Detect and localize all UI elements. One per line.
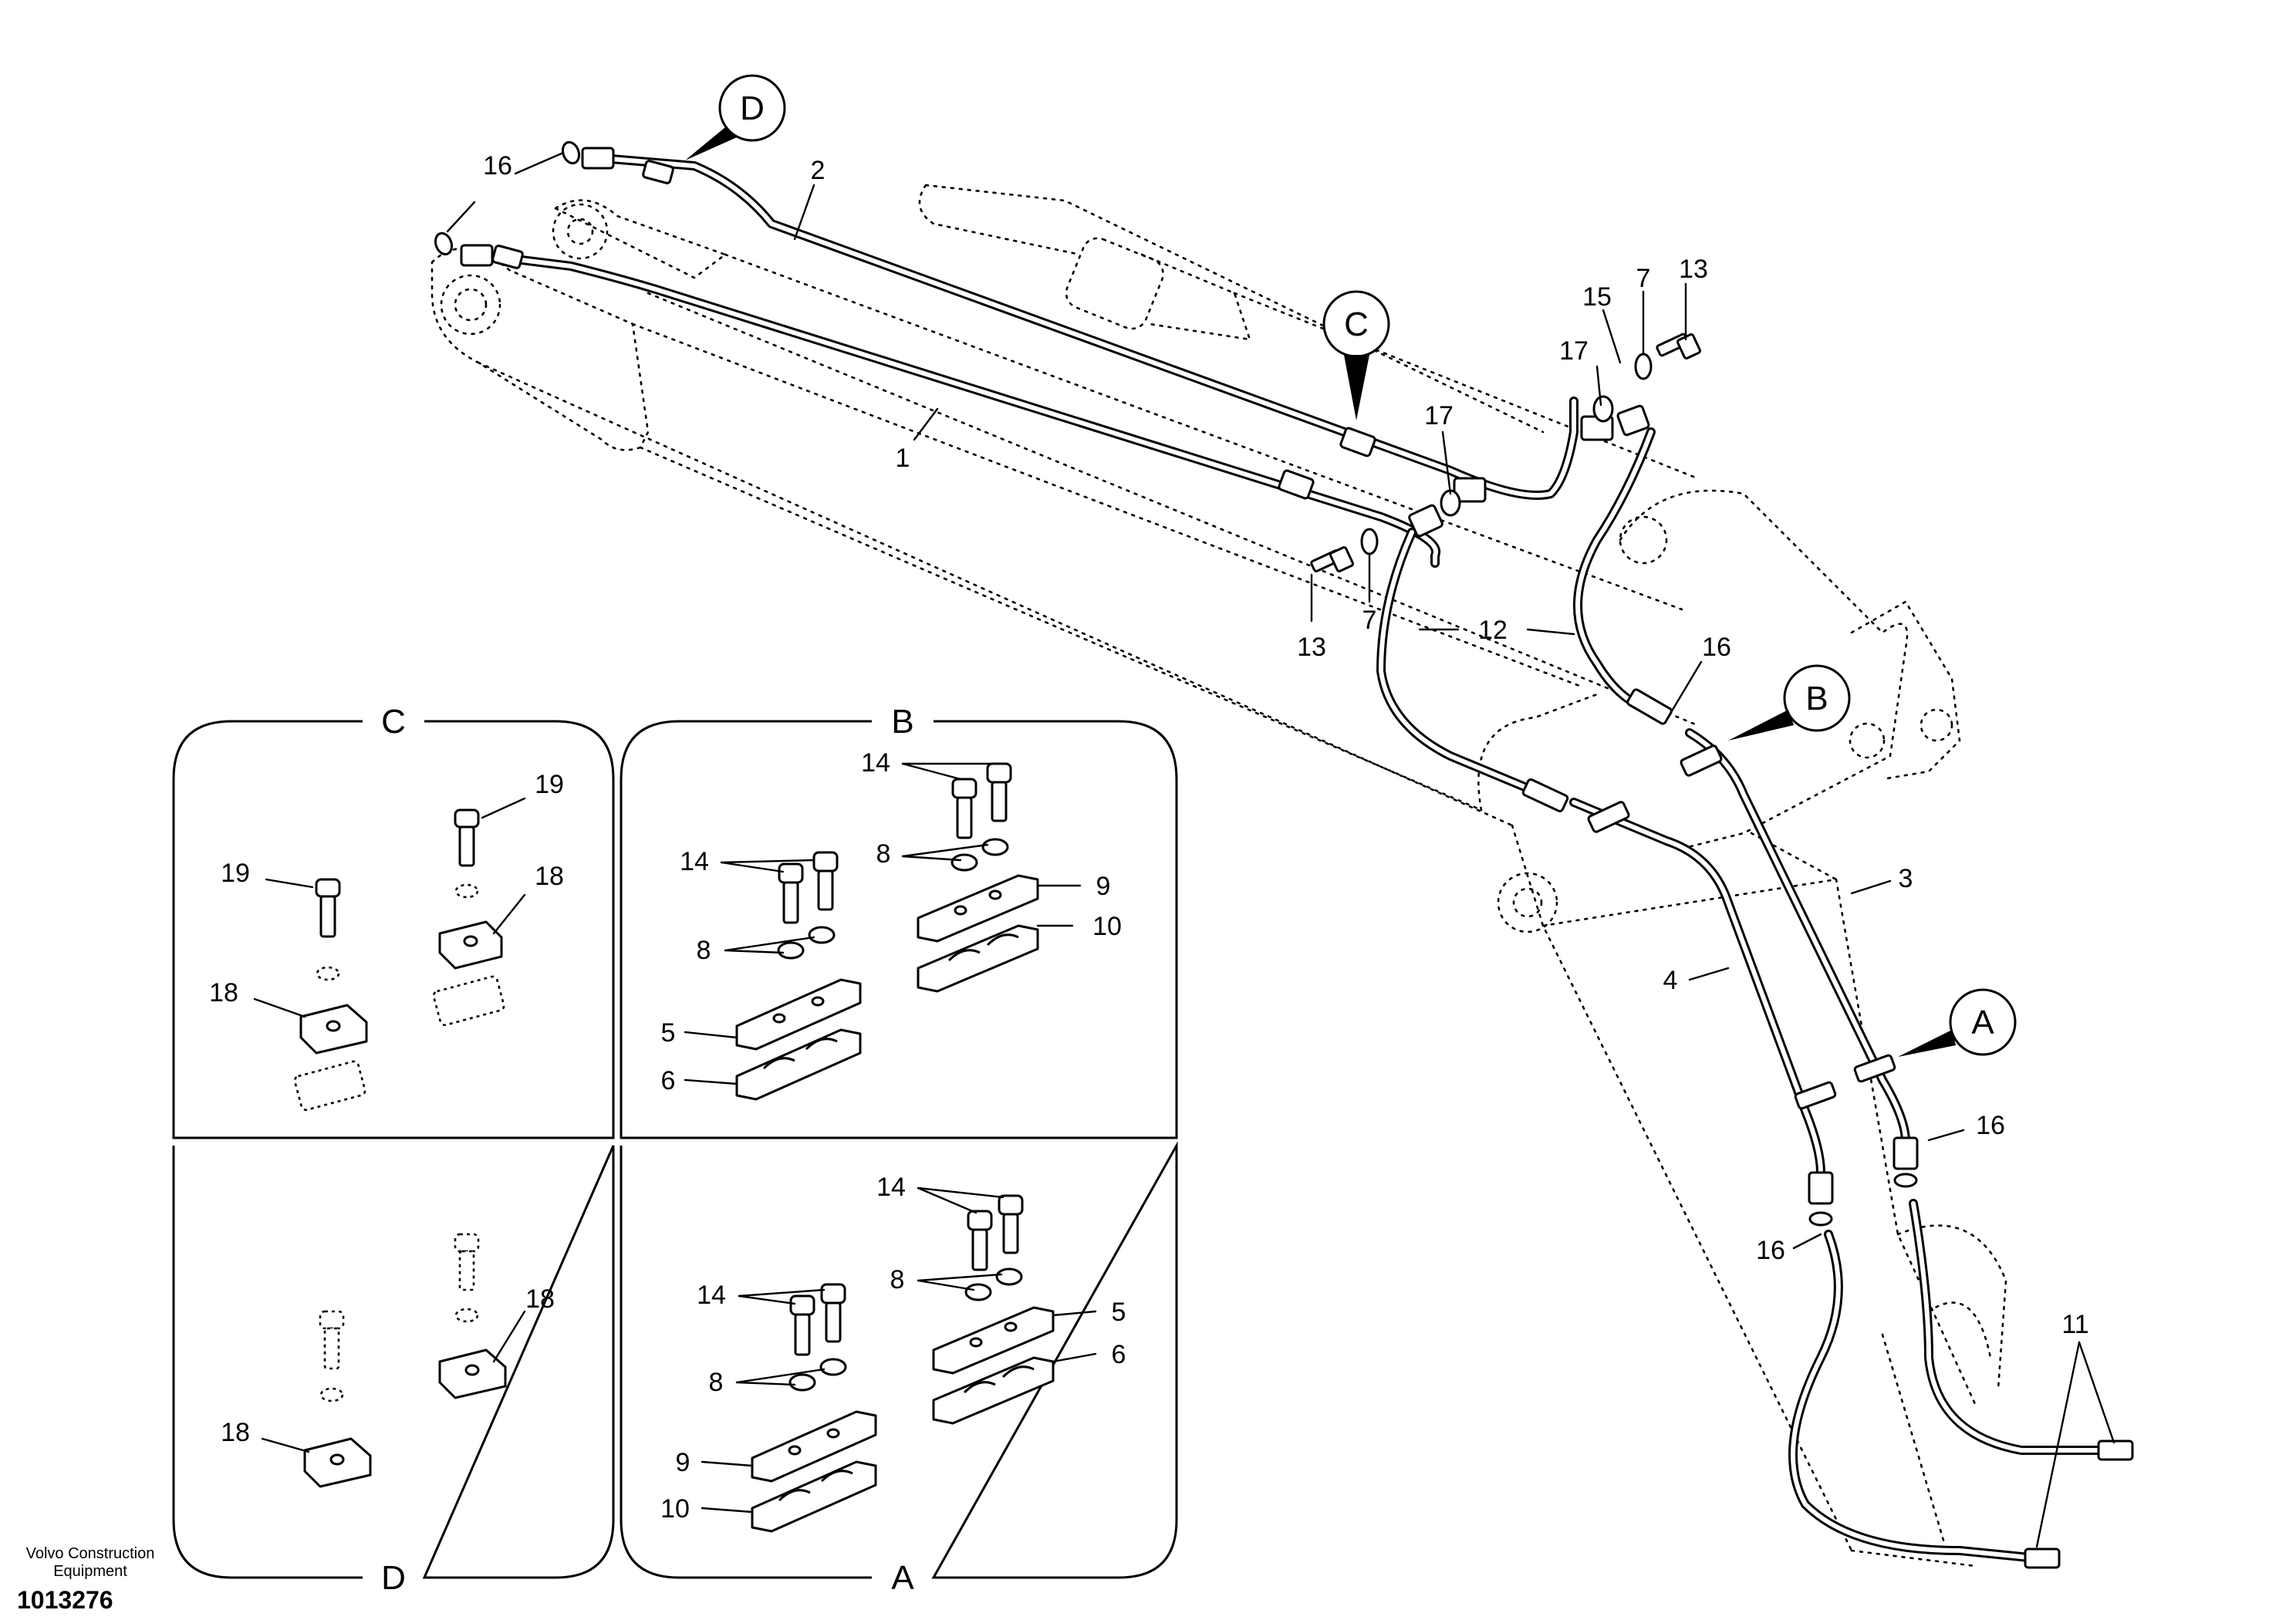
label-14-a-top: 14: [876, 1173, 906, 1202]
callout-a: A: [1898, 988, 2017, 1057]
svg-text:C: C: [381, 703, 406, 741]
bolt-13-right: [1656, 332, 1701, 359]
label-3: 3: [1899, 864, 1913, 893]
label-8-b-bottom: 8: [697, 936, 711, 965]
callout-b: B: [1728, 664, 1851, 741]
view-b-parts: 14 8 9 10 14 8 5 6: [661, 748, 1122, 1101]
publisher-line-2: Equipment: [53, 1563, 127, 1580]
label-18-d-left: 18: [221, 1418, 250, 1447]
bolt-13-left: [1310, 546, 1354, 572]
hose-11-upper: [1909, 1199, 2119, 1455]
view-a-parts: 14 8 5 6 14 8 9 10: [660, 1173, 1126, 1533]
detail-view-b: B: [620, 703, 1178, 1139]
svg-text:D: D: [740, 89, 765, 127]
line-2: [597, 154, 1578, 500]
label-18-c-left: 18: [209, 978, 238, 1007]
line-1: [474, 250, 1441, 568]
svg-text:B: B: [1805, 680, 1828, 717]
label-5-b: 5: [661, 1018, 676, 1048]
label-17-left: 17: [1424, 401, 1454, 430]
label-15: 15: [1582, 282, 1612, 312]
publisher-block: Volvo Construction Equipment 1013276: [17, 1545, 154, 1614]
hose-12-left: [1376, 528, 1548, 799]
svg-text:B: B: [891, 703, 913, 741]
label-16-top: 16: [483, 151, 512, 181]
svg-text:A: A: [891, 1559, 914, 1597]
label-16-b: 16: [1702, 633, 1731, 662]
label-8-a-top: 8: [890, 1265, 905, 1294]
label-14-a-bottom: 14: [697, 1281, 726, 1310]
line-fittings: [434, 140, 2134, 1569]
label-7-left: 7: [1362, 606, 1377, 635]
svg-text:C: C: [1344, 305, 1369, 343]
publisher-line-1: Volvo Construction: [26, 1545, 155, 1562]
detail-view-a: A: [620, 1141, 1178, 1597]
label-8-b-top: 8: [876, 839, 891, 869]
label-17-right: 17: [1559, 336, 1589, 366]
label-18-c-right: 18: [535, 862, 564, 891]
label-9-b: 9: [1096, 872, 1111, 901]
label-5-a: 5: [1112, 1298, 1126, 1327]
label-6-a: 6: [1112, 1340, 1126, 1369]
label-16-a: 16: [1976, 1111, 2005, 1140]
label-9-a: 9: [676, 1448, 690, 1477]
label-19-c-right: 19: [535, 770, 564, 799]
callout-c: C: [1322, 290, 1390, 420]
boom-outline: [430, 184, 2007, 1568]
hose-11-lower: [1788, 1230, 2041, 1563]
document-number: 1013276: [17, 1586, 113, 1614]
label-2: 2: [811, 156, 826, 185]
label-18-d-right: 18: [525, 1284, 555, 1314]
svg-text:A: A: [1971, 1004, 1994, 1041]
label-14-b-bottom: 14: [680, 847, 709, 876]
label-12: 12: [1478, 616, 1508, 645]
label-13-right: 13: [1679, 255, 1708, 284]
label-11: 11: [2061, 1310, 2088, 1339]
label-8-a-bottom: 8: [709, 1368, 724, 1397]
label-1: 1: [896, 444, 910, 473]
view-d-parts: 18 18: [221, 1233, 555, 1488]
label-7-right: 7: [1636, 264, 1651, 293]
svg-text:D: D: [381, 1559, 406, 1597]
callout-d: D: [685, 74, 786, 160]
label-19-c-left: 19: [221, 859, 250, 888]
label-10-b: 10: [1092, 912, 1122, 941]
label-6-b: 6: [661, 1066, 676, 1095]
label-14-b-top: 14: [861, 748, 890, 778]
line-4: [1569, 798, 1825, 1177]
label-10-a: 10: [660, 1494, 690, 1524]
label-13-left: 13: [1297, 633, 1326, 662]
view-c-parts: 19 19 18 18: [209, 770, 564, 1112]
washer-7-left: [1360, 528, 1379, 555]
label-16-bottom: 16: [1756, 1236, 1785, 1265]
detail-view-d: D: [172, 1145, 615, 1597]
label-4: 4: [1663, 966, 1678, 995]
hose-12-right: [1573, 427, 1656, 714]
detail-view-c: C: [172, 703, 615, 1139]
main-labels: 16 2 1 17 17 15 7 13 7 13 12 16 3 4 16 1…: [446, 151, 2115, 1548]
washer-7-right: [1634, 353, 1653, 380]
